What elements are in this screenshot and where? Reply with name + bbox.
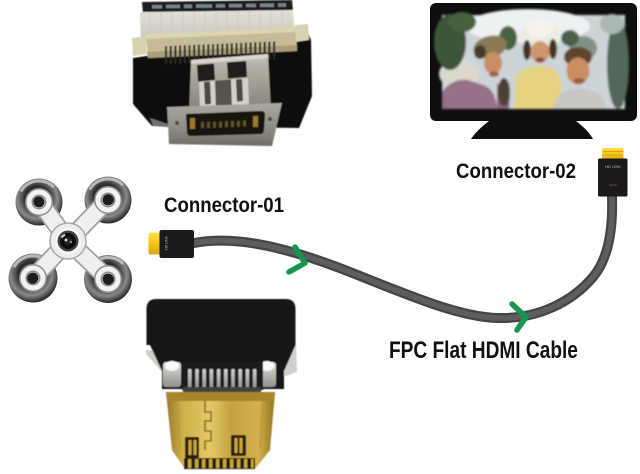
svg-text:HD LINK: HD LINK (605, 164, 621, 169)
svg-text:HDMI: HDMI (609, 183, 617, 187)
svg-text:HD LINK: HD LINK (165, 235, 169, 249)
